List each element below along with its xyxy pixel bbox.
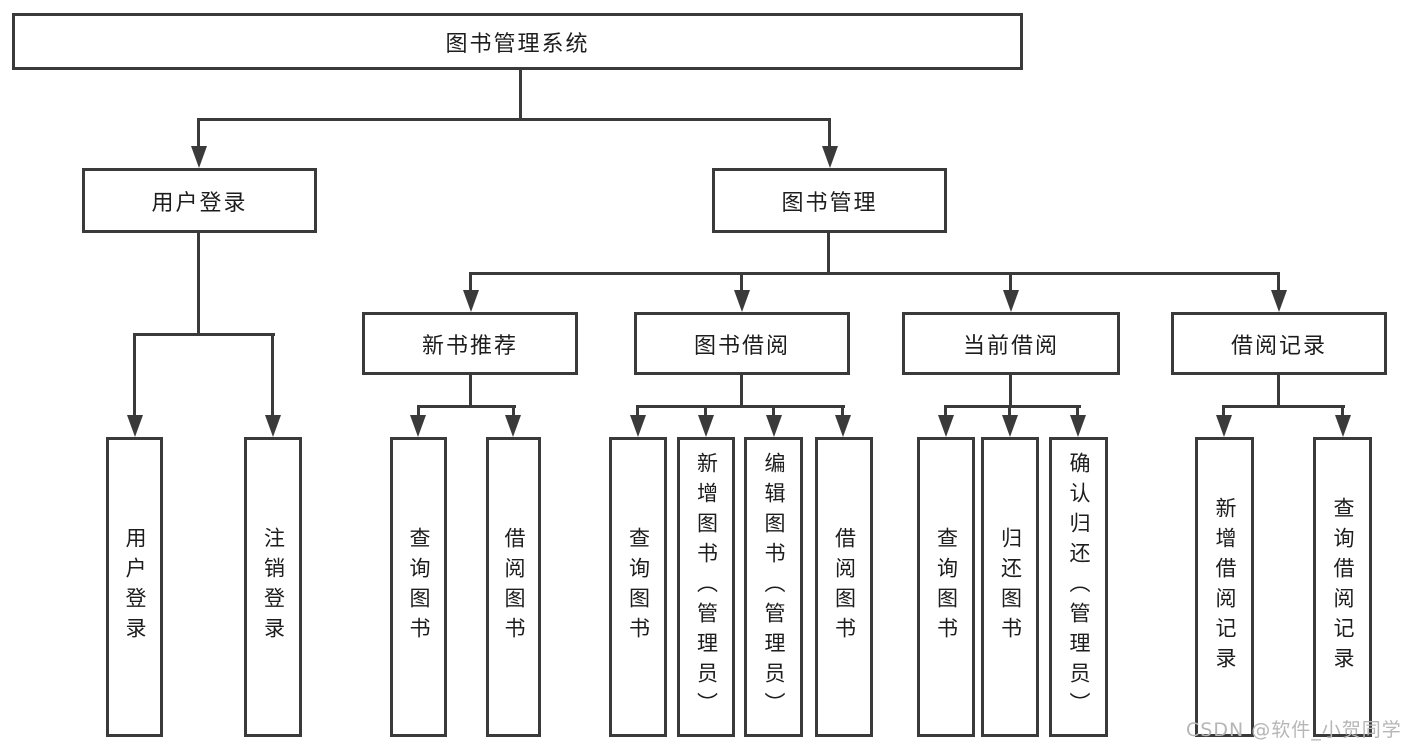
connector-drop-leaf-user-login bbox=[133, 335, 136, 420]
arrow-down bbox=[505, 415, 521, 437]
arrow-down-book-management bbox=[822, 146, 838, 168]
leaf-return-books: 归还图书 bbox=[981, 437, 1039, 737]
connector-drop bbox=[1076, 407, 1079, 419]
arrow-down bbox=[698, 415, 714, 437]
node-book-borrow: 图书借阅 bbox=[634, 312, 850, 375]
arrow-down bbox=[938, 415, 954, 437]
leaf-query-books-recommend: 查询图书 bbox=[390, 437, 447, 737]
connector-drop bbox=[636, 407, 639, 419]
connector-borrow-records-split bbox=[1222, 405, 1345, 408]
arrow-down bbox=[630, 415, 646, 437]
arrow-down bbox=[1070, 415, 1086, 437]
connector-drop-book-borrow bbox=[740, 274, 743, 292]
node-user-login: 用户登录 bbox=[82, 168, 317, 233]
leaf-add-books-admin: 新增图书（管理员） bbox=[677, 437, 735, 737]
leaf-edit-books-admin: 编辑图书（管理员） bbox=[744, 437, 803, 737]
connector-drop bbox=[417, 407, 420, 419]
arrow-down-user-login bbox=[191, 146, 207, 168]
connector-drop-user-login bbox=[197, 120, 200, 152]
connector-drop bbox=[1341, 407, 1344, 419]
connector-level3-split bbox=[469, 272, 1280, 275]
leaf-user-login: 用户登录 bbox=[106, 437, 163, 737]
leaf-confirm-return-admin: 确认归还（管理员） bbox=[1049, 437, 1108, 737]
connector-drop bbox=[1008, 407, 1011, 419]
connector-current-borrow-trunk bbox=[1009, 375, 1012, 408]
connector-level1-split bbox=[197, 118, 831, 121]
connector-borrow-records-trunk bbox=[1277, 375, 1280, 408]
leaf-query-books-current: 查询图书 bbox=[917, 437, 975, 737]
connector-current-borrow-split bbox=[944, 405, 1081, 408]
connector-drop bbox=[772, 407, 775, 419]
connector-drop-leaf-logout bbox=[271, 335, 274, 420]
connector-drop bbox=[704, 407, 707, 419]
node-new-book-recommend: 新书推荐 bbox=[362, 312, 578, 375]
connector-book-borrow-split bbox=[636, 405, 845, 408]
node-borrow-records: 借阅记录 bbox=[1171, 312, 1387, 375]
connector-drop-borrow-records bbox=[1277, 274, 1280, 292]
node-current-borrow: 当前借阅 bbox=[902, 312, 1120, 375]
leaf-query-books-borrow: 查询图书 bbox=[609, 437, 667, 737]
arrow-down-leaf-user-login bbox=[127, 415, 143, 437]
arrow-down-current-borrow bbox=[1003, 290, 1019, 312]
connector-drop bbox=[944, 407, 947, 419]
arrow-down bbox=[766, 415, 782, 437]
leaf-borrow-books: 借阅图书 bbox=[815, 437, 873, 737]
arrow-down-new-book bbox=[463, 290, 479, 312]
leaf-query-borrow-record: 查询借阅记录 bbox=[1313, 437, 1372, 737]
arrow-down bbox=[1335, 415, 1351, 437]
arrow-down bbox=[835, 415, 851, 437]
connector-new-book-split bbox=[417, 405, 516, 408]
leaf-add-borrow-record: 新增借阅记录 bbox=[1195, 437, 1254, 737]
leaf-borrow-books-recommend: 借阅图书 bbox=[486, 437, 541, 737]
node-book-management: 图书管理 bbox=[712, 168, 947, 233]
arrow-down bbox=[1002, 415, 1018, 437]
arrow-down-book-borrow bbox=[734, 290, 750, 312]
connector-book-management-trunk bbox=[827, 233, 830, 275]
connector-root-trunk bbox=[519, 70, 522, 120]
node-library-management-system: 图书管理系统 bbox=[12, 13, 1023, 70]
connector-user-login-split bbox=[133, 333, 275, 336]
connector-user-login-trunk bbox=[197, 233, 200, 336]
leaf-logout: 注销登录 bbox=[244, 437, 302, 737]
connector-book-borrow-trunk bbox=[740, 375, 743, 408]
connector-drop bbox=[841, 407, 844, 419]
connector-drop-new-book bbox=[469, 274, 472, 292]
connector-drop bbox=[512, 407, 515, 419]
csdn-watermark: CSDN @软件_小贺同学 bbox=[1186, 719, 1402, 741]
arrow-down-leaf-logout bbox=[265, 415, 281, 437]
connector-drop-book-management bbox=[828, 120, 831, 152]
connector-drop bbox=[1222, 407, 1225, 419]
connector-drop-current-borrow bbox=[1009, 274, 1012, 292]
connector-new-book-trunk bbox=[469, 375, 472, 408]
arrow-down-borrow-records bbox=[1271, 290, 1287, 312]
arrow-down bbox=[1216, 415, 1232, 437]
arrow-down bbox=[410, 415, 426, 437]
